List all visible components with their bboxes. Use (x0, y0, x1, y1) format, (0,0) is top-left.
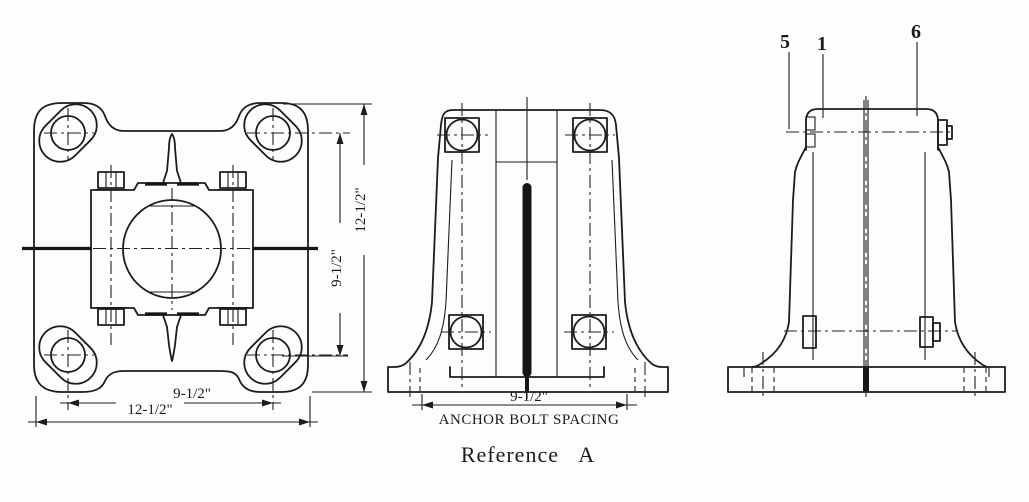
front-bottom-bolt-right (564, 314, 614, 350)
front-bottom-bolt-left (441, 314, 491, 350)
dim-vertical-outer: 12-1/2" (353, 187, 369, 232)
callout-6: 6 (911, 21, 921, 43)
dim-horizontal-outer: 12-1/2" (127, 402, 172, 418)
side-upper-bolt-lug (805, 116, 816, 148)
shaft-slot (522, 183, 532, 377)
front-top-bolt-left (437, 117, 488, 153)
callout-5: 5 (780, 31, 790, 53)
side-upper-bolt-nut (937, 119, 953, 146)
top-view: 9-1/2" 12-1/2" 9-1/2" 12-1/2" (22, 102, 372, 427)
side-lower-bolt-right (919, 316, 941, 348)
anchor-bolt-spacing-label: ANCHOR BOLT SPACING (439, 412, 620, 428)
side-lower-bolt-left (802, 315, 817, 349)
dim-vertical-inner: 9-1/2" (329, 249, 345, 287)
callout-1: 1 (817, 33, 827, 55)
side-view: 5 1 6 (727, 21, 1006, 400)
grease-fitting-top (162, 133, 182, 184)
front-view: 9-1/2" ANCHOR BOLT SPACING (387, 97, 669, 428)
front-top-bolt-right (565, 117, 615, 153)
cap-bolt-left (95, 165, 127, 345)
dim-horizontal-inner: 9-1/2" (173, 386, 211, 402)
grease-fitting-bottom (162, 314, 182, 362)
dim-anchor-spacing: 9-1/2" (510, 389, 548, 405)
cap-bolt-right (217, 165, 249, 345)
figure-caption: Reference A (461, 442, 595, 467)
